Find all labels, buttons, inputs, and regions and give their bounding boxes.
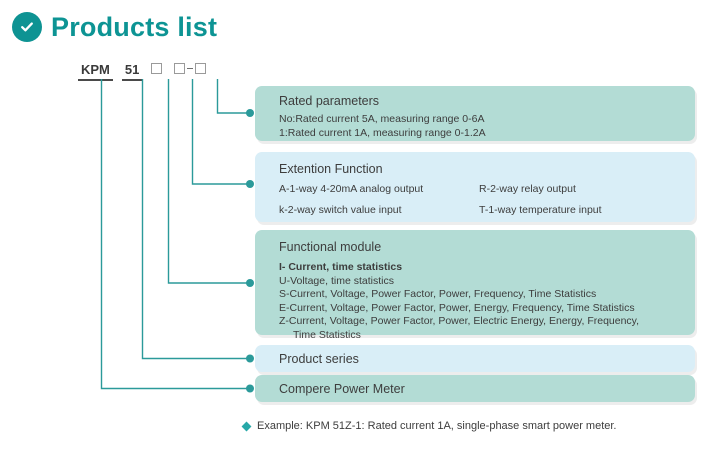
info-box-functional-module: Functional module I- Current, time stati…: [255, 230, 695, 341]
functional-option-z: Z-Current, Voltage, Power Factor, Power,…: [279, 315, 640, 327]
code-segment-brand: KPM: [78, 62, 113, 81]
code-placeholder-dash-icon: [187, 67, 194, 70]
info-box-compere-power-meter: Compere Power Meter: [255, 375, 695, 402]
functional-option-i: I- Current, time statistics: [279, 261, 403, 273]
code-placeholder-square-3: [195, 63, 207, 74]
rated-line-2: 1:Rated current 1A, measuring range 0-1.…: [279, 126, 486, 139]
diamond-bullet-icon: [241, 421, 252, 431]
code-placeholder-group: [151, 62, 207, 74]
functional-option-z-cont: Time Statistics: [293, 328, 361, 341]
extention-option-switch-input: k-2-way switch value input: [279, 203, 402, 216]
page-title: Products list: [51, 12, 218, 42]
extention-options-grid: A-1-way 4-20mA analog output R-2-way rel…: [279, 183, 695, 217]
box-title-compere-power-meter: Compere Power Meter: [279, 381, 405, 396]
page-header: Products list: [12, 12, 217, 42]
functional-option-s: S-Current, Voltage, Power Factor, Power,…: [279, 288, 597, 300]
product-code-line: KPM 51: [78, 62, 207, 81]
example-note: Example: KPM 51Z-1: Rated current 1A, si…: [241, 420, 617, 432]
example-note-text: Example: KPM 51Z-1: Rated current 1A, si…: [257, 420, 617, 432]
code-segment-series: 51: [121, 62, 143, 81]
rated-line-1: No:Rated current 5A, measuring range 0-6…: [279, 113, 485, 125]
code-placeholder-square-2: [174, 63, 186, 74]
extention-option-relay-output: R-2-way relay output: [479, 183, 576, 195]
functional-option-u: U-Voltage, time statistics: [279, 274, 394, 287]
box-title-functional: Functional module: [279, 240, 382, 254]
box-title-extention: Extention Function: [279, 162, 383, 176]
info-box-rated-parameters: Rated parameters No:Rated current 5A, me…: [255, 86, 695, 141]
extention-option-temperature-input: T-1-way temperature input: [479, 203, 602, 216]
box-title-rated: Rated parameters: [279, 94, 380, 108]
functional-option-e: E-Current, Voltage, Power Factor, Power,…: [279, 301, 635, 314]
box-title-product-series: Product series: [279, 351, 359, 366]
extention-option-analog-output: A-1-way 4-20mA analog output: [279, 183, 424, 195]
info-box-product-series: Product series: [255, 345, 695, 372]
info-box-extention-function: Extention Function A-1-way 4-20mA analog…: [255, 152, 695, 222]
code-placeholder-square-1: [151, 63, 163, 74]
check-circle-icon: [12, 12, 42, 42]
